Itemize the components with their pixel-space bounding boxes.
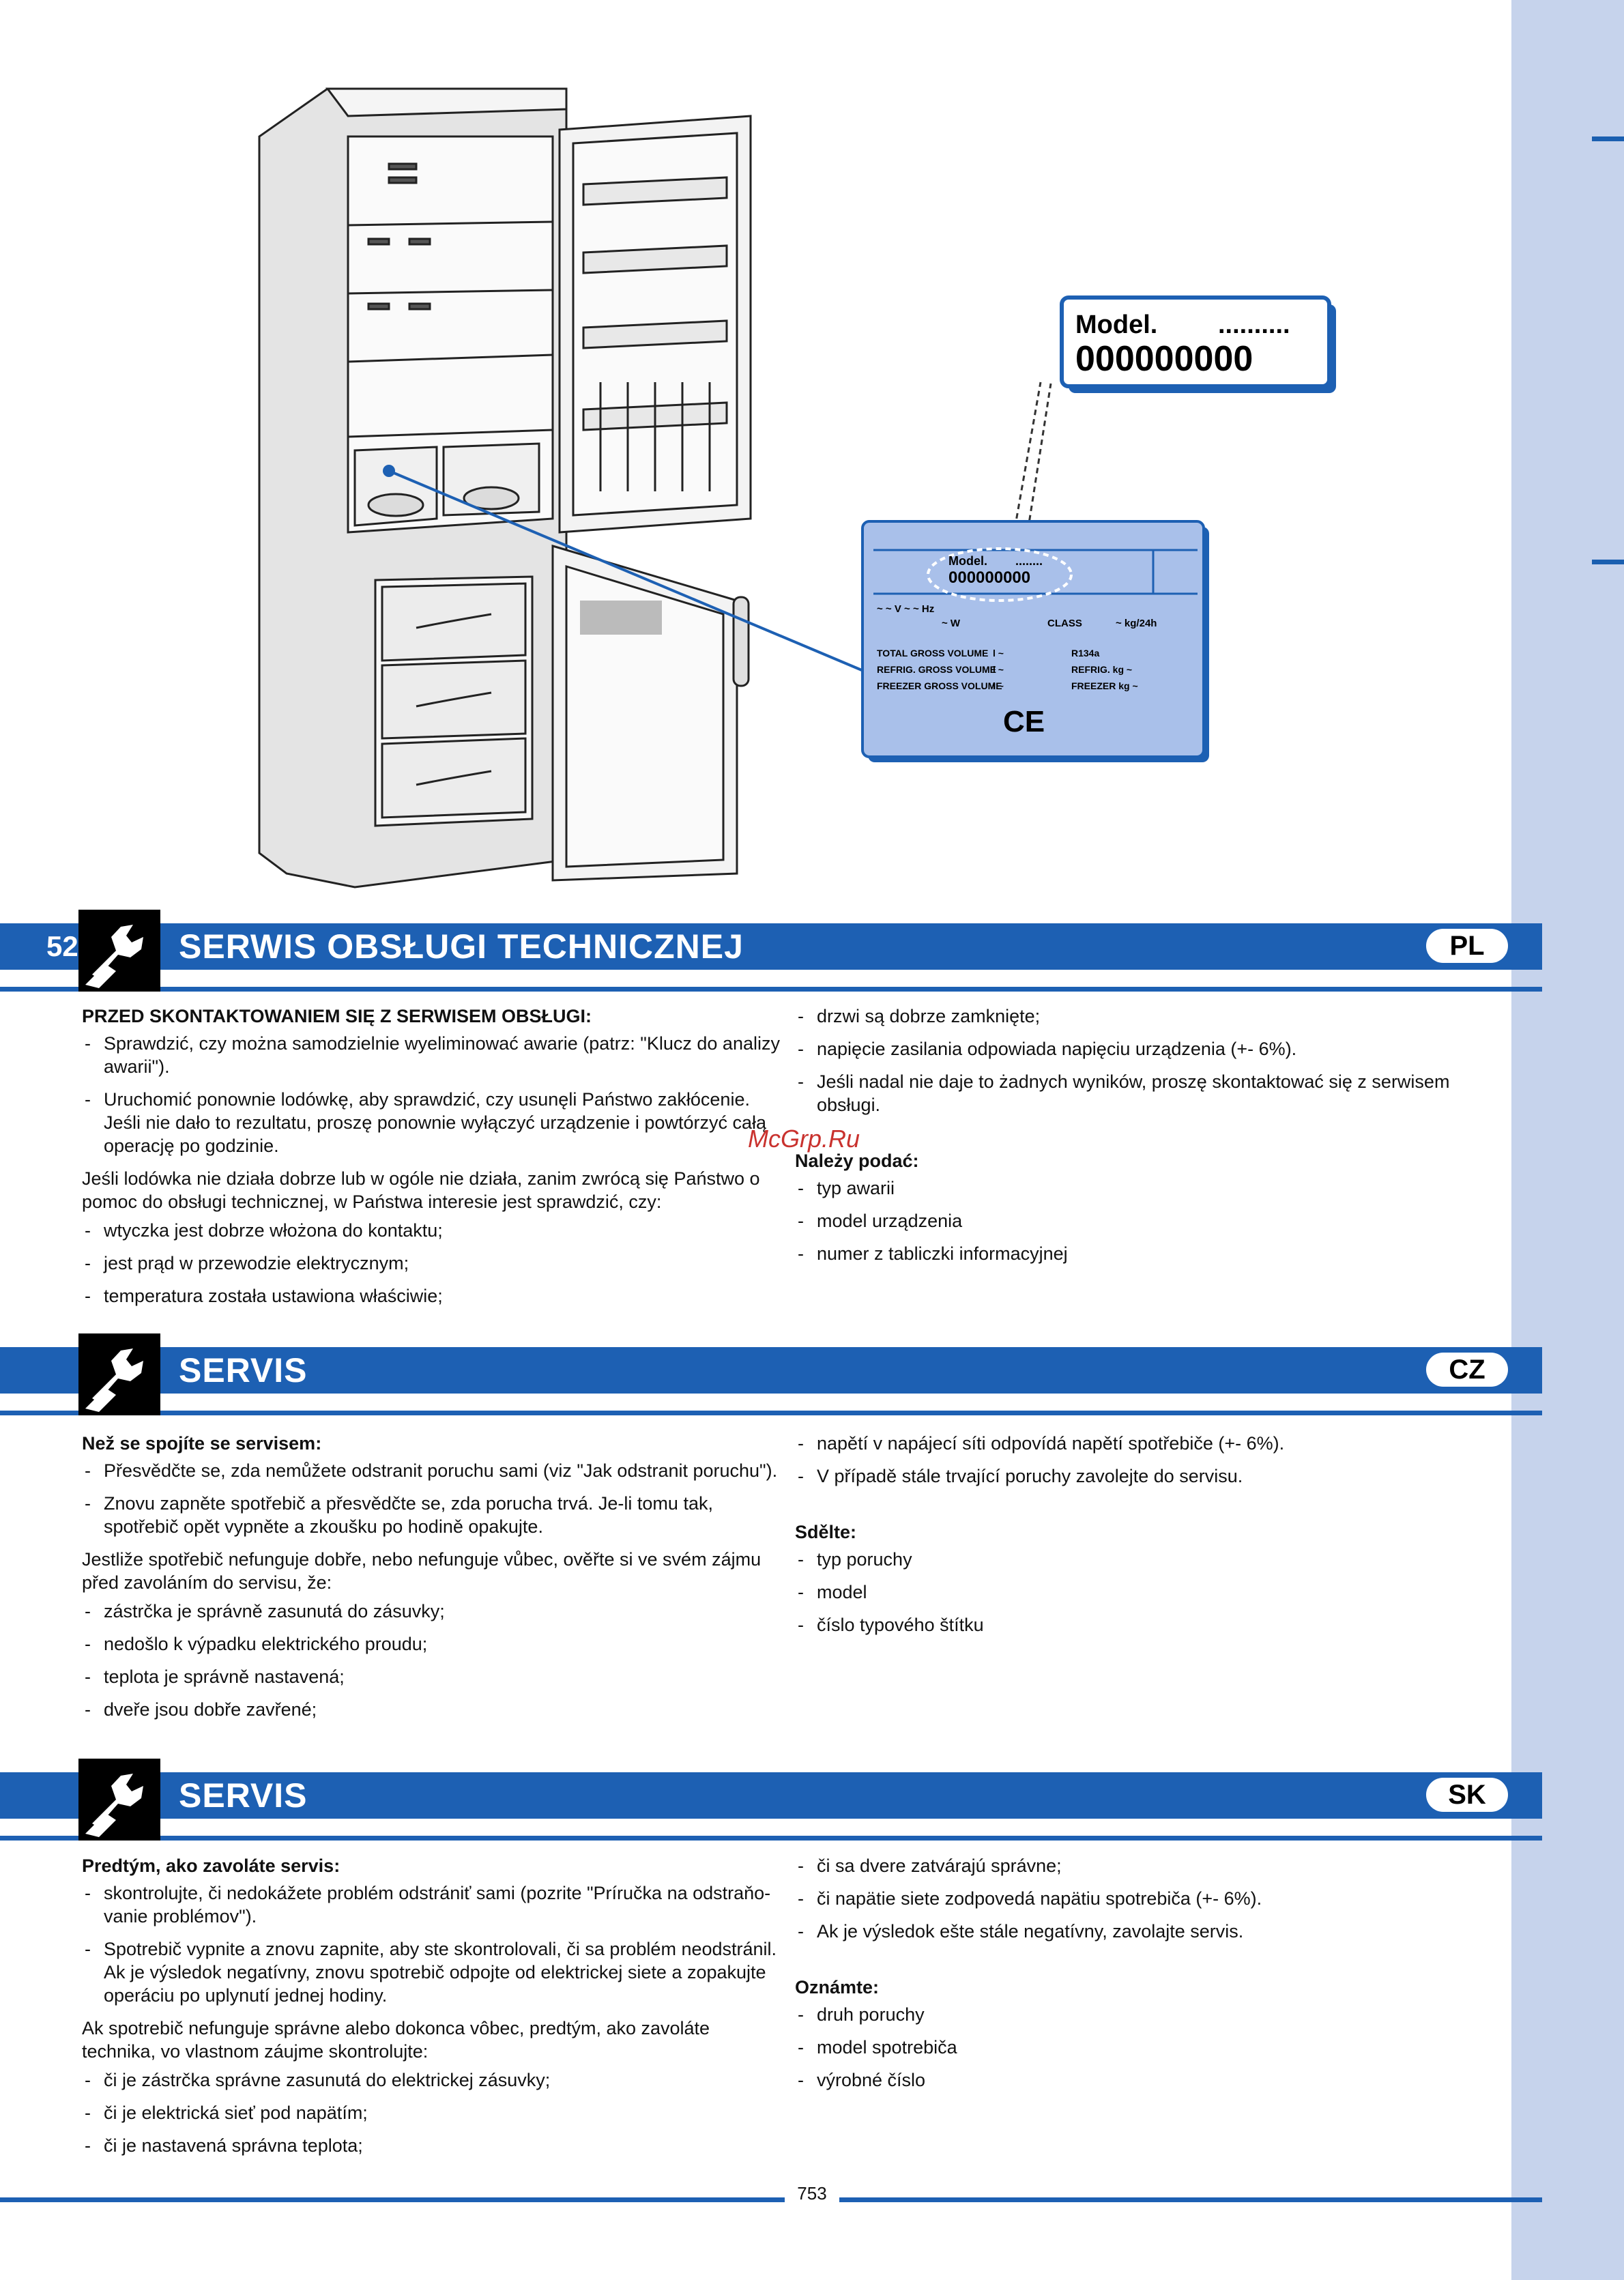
wrench-icon	[78, 1333, 160, 1415]
rating-plate: Model. ........ 000000000 ~ ~ V ~ ~ Hz ~…	[861, 520, 1209, 762]
list-item: napětí v napájecí síti odpovídá napětí s…	[795, 1432, 1498, 1455]
plate-refrigerant: R134a	[1071, 648, 1099, 659]
section-header-sk	[0, 1772, 1542, 1819]
list-item: drzwi są dobrze zamknięte;	[795, 1005, 1498, 1028]
lang-badge-pl: PL	[1426, 929, 1508, 963]
cz-right-column: napětí v napájecí síti odpovídá napětí s…	[795, 1432, 1498, 1646]
sk-right-heading: Oznámte:	[795, 1977, 880, 1997]
list-item: model spotrebiča	[795, 2036, 1498, 2059]
list-item: typ awarii	[795, 1177, 1498, 1200]
list-item: či je nastavená správna teplota;	[82, 2134, 785, 2157]
sk-left-paragraph: Ak spotrebič nefunguje správne alebo dok…	[82, 2018, 710, 2062]
sidebar-marker	[1592, 560, 1624, 564]
lang-badge-sk: SK	[1426, 1778, 1508, 1812]
list-item: či napätie siete zodpovedá napätiu spotr…	[795, 1887, 1498, 1910]
cz-left-column: Než se spojíte se servisem: Přesvědčte s…	[82, 1432, 785, 1731]
list-item: výrobné číslo	[795, 2068, 1498, 2092]
list-item: typ poruchy	[795, 1548, 1498, 1571]
section-title-cz: SERVIS	[179, 1351, 308, 1389]
section-title-pl: SERWIS OBSŁUGI TECHNICZNEJ	[179, 927, 744, 966]
model-label-zoom: Model. .......... 000000000	[1060, 295, 1336, 393]
wrench-icon	[78, 910, 160, 992]
section-rule	[0, 987, 1542, 992]
list-item: Spotrebič vypnite a znovu zapnite, aby s…	[82, 1937, 785, 2007]
cz-left-heading: Než se spojíte se servisem:	[82, 1433, 322, 1454]
model-dots-text: ..........	[1218, 311, 1290, 339]
section-header-cz	[0, 1347, 1542, 1394]
side-tab-strip	[1511, 0, 1624, 2280]
plate-refrig-kg: REFRIG. kg ~	[1071, 664, 1132, 675]
model-number-text: 000000000	[1075, 339, 1253, 379]
list-item: nedošlo k výpadku elektrického proudu;	[82, 1632, 785, 1656]
plate-unit: l ~	[993, 664, 1004, 675]
sidebar-marker	[1592, 136, 1624, 141]
freezer-door	[551, 544, 750, 882]
plate-voltage: ~ ~ V ~ ~ Hz	[877, 603, 934, 615]
plate-model-number: 000000000	[948, 568, 1030, 587]
plate-power: ~ W	[942, 618, 961, 629]
list-item: jest prąd w przewodzie elektrycznym;	[82, 1252, 785, 1275]
footer-page-number: 753	[785, 2182, 839, 2205]
pl-left-paragraph: Jeśli lodówka nie działa dobrze lub w og…	[82, 1168, 760, 1212]
list-item: číslo typového štítku	[795, 1613, 1498, 1636]
plate-freezer-volume: FREEZER GROSS VOLUME	[877, 680, 1002, 691]
plate-freezer-kg: FREEZER kg ~	[1071, 680, 1138, 691]
plate-unit: l ~	[993, 648, 1004, 659]
list-item: či sa dvere zatvárajú správne;	[795, 1854, 1498, 1877]
fridge-door	[558, 115, 752, 534]
pl-right-column: drzwi są dobrze zamknięte; napięcie zasi…	[795, 1005, 1498, 1275]
list-item: model	[795, 1581, 1498, 1604]
wrench-icon	[78, 1759, 160, 1841]
plate-class-value: ~ kg/24h	[1116, 618, 1157, 629]
list-item: Uruchomić ponownie lodówkę, aby sprawdzi…	[82, 1088, 785, 1157]
ce-mark: CE	[1003, 705, 1045, 738]
section-rule	[0, 1836, 1542, 1841]
lang-badge-cz: CZ	[1426, 1353, 1508, 1387]
watermark: McGrp.Ru	[748, 1125, 860, 1153]
list-item: numer z tabliczki informacyjnej	[795, 1242, 1498, 1265]
list-item: či je zástrčka správne zasunutá do elekt…	[82, 2068, 785, 2092]
pl-left-column: PRZED SKONTAKTOWANIEM SIĘ Z SERWISEM OBS…	[82, 1005, 785, 1317]
section-rule	[0, 1411, 1542, 1415]
model-label-text: Model.	[1075, 311, 1157, 339]
cz-right-heading: Sdělte:	[795, 1522, 857, 1542]
list-item: druh poruchy	[795, 2003, 1498, 2026]
plate-total-volume: TOTAL GROSS VOLUME	[877, 648, 988, 659]
list-item: temperatura została ustawiona właściwie;	[82, 1284, 785, 1308]
list-item: Jeśli nadal nie daje to żadnych wyników,…	[795, 1070, 1498, 1116]
pl-right-heading: Należy podać:	[795, 1151, 919, 1171]
sk-right-column: či sa dvere zatvárajú správne; či napäti…	[795, 1854, 1498, 2101]
list-item: wtyczka jest dobrze włożona do kontaktu;	[82, 1219, 785, 1242]
plate-model-dots: ........	[1015, 554, 1043, 568]
list-item: model urządzenia	[795, 1209, 1498, 1232]
fridge-illustration: Model. .......... 000000000 Model. .....…	[258, 87, 1336, 889]
list-item: napięcie zasilania odpowiada napięciu ur…	[795, 1037, 1498, 1060]
footer-rule	[0, 2197, 1542, 2202]
section-header-pl	[0, 923, 1542, 970]
list-item: zástrčka je správně zasunutá do zásuvky;	[82, 1600, 785, 1623]
pl-left-heading: PRZED SKONTAKTOWANIEM SIĘ Z SERWISEM OBS…	[82, 1006, 592, 1026]
list-item: Ak je výsledok ešte stále negatívny, zav…	[795, 1920, 1498, 1943]
list-item: Sprawdzić, czy można samodzielnie wyelim…	[82, 1032, 785, 1078]
list-item: teplota je správně nastavená;	[82, 1665, 785, 1688]
list-item: V případě stále trvající poruchy zavolej…	[795, 1464, 1498, 1488]
list-item: skontrolujte, či nedokážete problém odst…	[82, 1881, 785, 1928]
page-number-badge: 52	[46, 930, 78, 962]
pointer-line	[388, 470, 867, 674]
cz-left-paragraph: Jestliže spotřebič nefunguje dobře, nebo…	[82, 1549, 762, 1593]
sk-left-column: Predtým, ako zavoláte servis: skontroluj…	[82, 1854, 785, 2167]
list-item: či je elektrická sieť pod napätím;	[82, 2101, 785, 2124]
list-item: dveře jsou dobře zavřené;	[82, 1698, 785, 1721]
fridge-body	[258, 87, 568, 889]
section-title-sk: SERVIS	[179, 1776, 308, 1815]
sk-left-heading: Predtým, ako zavoláte servis:	[82, 1856, 340, 1876]
plate-model-label: Model.	[948, 554, 987, 568]
plate-unit: l ~	[993, 680, 1004, 691]
list-item: Přesvědčte se, zda nemůžete odstranit po…	[82, 1459, 785, 1482]
plate-refrig-volume: REFRIG. GROSS VOLUME	[877, 664, 996, 675]
list-item: Znovu zapněte spotřebič a přesvědčte se,…	[82, 1492, 785, 1538]
plate-class-label: CLASS	[1047, 618, 1082, 629]
